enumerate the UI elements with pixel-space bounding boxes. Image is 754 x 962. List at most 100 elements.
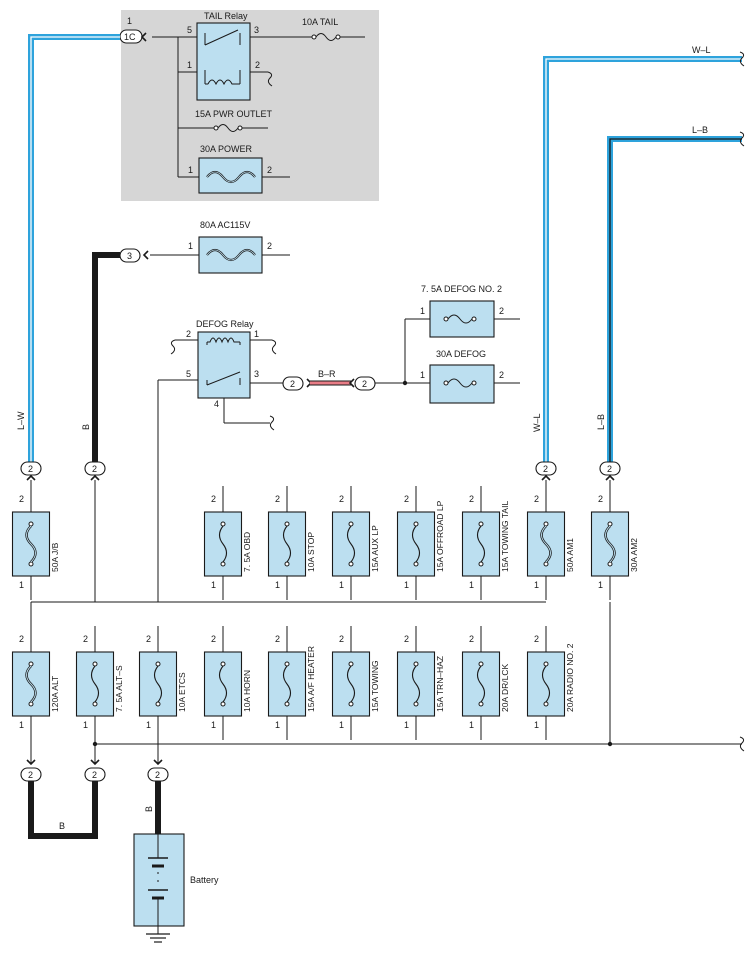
- wire-b-battery-label: B: [144, 806, 154, 812]
- fuse-defog-no2-label: 7. 5A DEFOG NO. 2: [421, 284, 502, 294]
- fuse-10a-tail-label: 10A TAIL: [302, 17, 338, 27]
- fuse-pin-bottom: 1: [275, 580, 280, 590]
- defog-relay-pin-3: 3: [254, 369, 259, 379]
- defog-relay-pin-2: 2: [186, 329, 191, 339]
- connector-b-top-label: 2: [92, 464, 97, 474]
- fuse-pin-bottom: 1: [534, 720, 539, 730]
- connector-etcs-bottom-label: 2: [155, 770, 160, 780]
- battery: [133, 833, 185, 927]
- fuse-pin-bottom: 1: [469, 720, 474, 730]
- row2-fuse-7: 2 1 20A DR/LCK: [461, 626, 510, 740]
- fuse-pin-bottom: 1: [534, 580, 539, 590]
- fuse-pin-bottom: 1: [339, 580, 344, 590]
- row1-fuse-3: 2 1 15A AUX LP: [331, 486, 380, 600]
- fuse-pin-top: 2: [275, 494, 280, 504]
- defog-fuses: 7. 5A DEFOG NO. 2 1 2 30A DEFOG 1 2: [420, 284, 520, 404]
- fuse-pin-top: 2: [19, 494, 24, 504]
- fuse-pin-top: 2: [211, 494, 216, 504]
- tail-relay-pin-5: 5: [187, 25, 192, 35]
- fuse-pin-top: 2: [598, 494, 603, 504]
- fuse-label: 120A ALT: [50, 676, 60, 712]
- fuse-pin-top: 2: [469, 494, 474, 504]
- fuse-label: 20A DR/LCK: [500, 663, 510, 712]
- connector-alt-bottom-label: 2: [28, 770, 33, 780]
- wire-lw-label: L–W: [16, 411, 26, 430]
- br-wire-group: 2 B–R 2: [282, 318, 430, 391]
- defog-relay-pin-1: 1: [254, 329, 259, 339]
- fuse-label: 15A AUX LP: [370, 525, 380, 572]
- connector-br-left-label: 2: [290, 379, 295, 389]
- fuse-30a-defog: [429, 364, 495, 404]
- fuse-30a-power-pin-1: 1: [188, 165, 193, 175]
- wire-lw: L–W: [16, 34, 120, 462]
- wire-lb-top-label: L–B: [692, 125, 708, 135]
- wire-b-left: B: [81, 252, 120, 462]
- tail-relay-pin-3: 3: [254, 25, 259, 35]
- row2-fuse-1: 217. 5A ALT–S: [75, 626, 124, 740]
- fuse-label: 50A AM1: [565, 538, 575, 572]
- fuse-30a-defog-label: 30A DEFOG: [436, 349, 486, 359]
- battery-group: Battery: [133, 833, 219, 943]
- fuse-30a-power-pin-2: 2: [267, 165, 272, 175]
- fuse-pin-top: 2: [469, 634, 474, 644]
- fuse-defog-no2-pin-1: 1: [420, 306, 425, 316]
- fuse-pin-bottom: 1: [211, 720, 216, 730]
- fuse-pin-top: 2: [275, 634, 280, 644]
- tail-relay-label: TAIL Relay: [204, 11, 248, 21]
- fuse-80a-ac115v-pin-1: 1: [188, 241, 193, 251]
- connector-jb-label: 2: [28, 464, 33, 474]
- wire-lb: L–B L–B: [596, 125, 745, 462]
- fuse-label: 20A RADIO NO. 2: [565, 643, 575, 712]
- fuse-80a-ac115v-label: 80A AC115V: [200, 220, 250, 230]
- tail-relay-pin-2: 2: [255, 60, 260, 70]
- tail-relay-pin-1: 1: [187, 60, 192, 70]
- row1-fuse-0: 2 1 50A J/B: [11, 486, 60, 600]
- fuse-defog-no2: [429, 300, 495, 338]
- fuse-pin-bottom: 1: [19, 580, 24, 590]
- fuse-label: 30A AM2: [629, 538, 639, 572]
- connector-1c-label: 1C: [124, 32, 136, 42]
- fuse-pin-bottom: 1: [211, 580, 216, 590]
- fuse-80a-ac115v-pin-2: 2: [267, 241, 272, 251]
- fuse-80a-ac115v: [198, 236, 263, 274]
- fuse-pin-top: 2: [534, 634, 539, 644]
- fuse-pin-bottom: 1: [469, 580, 474, 590]
- row2-fuse-8: 2 1 20A RADIO NO. 2: [526, 626, 575, 740]
- connector-am1-label: 2: [543, 464, 548, 474]
- fuse-pin-bottom: 1: [83, 720, 88, 730]
- fuse-pin-bottom: 1: [275, 720, 280, 730]
- fuse-label: 15A A/F HEATER: [306, 646, 316, 712]
- row2-fuse-0: 2 1 120A ALT: [11, 626, 60, 740]
- fuse-label: 15A TRN–HAZ: [435, 656, 445, 712]
- fuse-30a-defog-pin-1: 1: [420, 370, 425, 380]
- fuse-pin-bottom: 1: [19, 720, 24, 730]
- fuse-pin-top: 2: [211, 634, 216, 644]
- fuse-30a-defog-pin-2: 2: [499, 370, 504, 380]
- fuse-label: 10A ETCS: [177, 672, 187, 712]
- wire-wl: W–L W–L: [532, 45, 745, 462]
- wire-b-bottom-label: B: [59, 821, 65, 831]
- wire-lb-side-label: L–B: [596, 414, 606, 430]
- fuse-pin-top: 2: [339, 634, 344, 644]
- connector-br-right-label: 2: [362, 379, 367, 389]
- fuse-label: 50A J/B: [50, 542, 60, 572]
- wire-wl-top-label: W–L: [692, 45, 711, 55]
- fuse-label: 15A OFFROAD LP: [435, 500, 445, 572]
- fuse-pin-top: 2: [404, 634, 409, 644]
- connector-br-left: [282, 376, 304, 391]
- battery-label: Battery: [190, 875, 219, 885]
- fuse-pin-top: 2: [19, 634, 24, 644]
- fuse-pin-top: 2: [339, 494, 344, 504]
- fuse-label: 7. 5A ALT–S: [114, 665, 124, 712]
